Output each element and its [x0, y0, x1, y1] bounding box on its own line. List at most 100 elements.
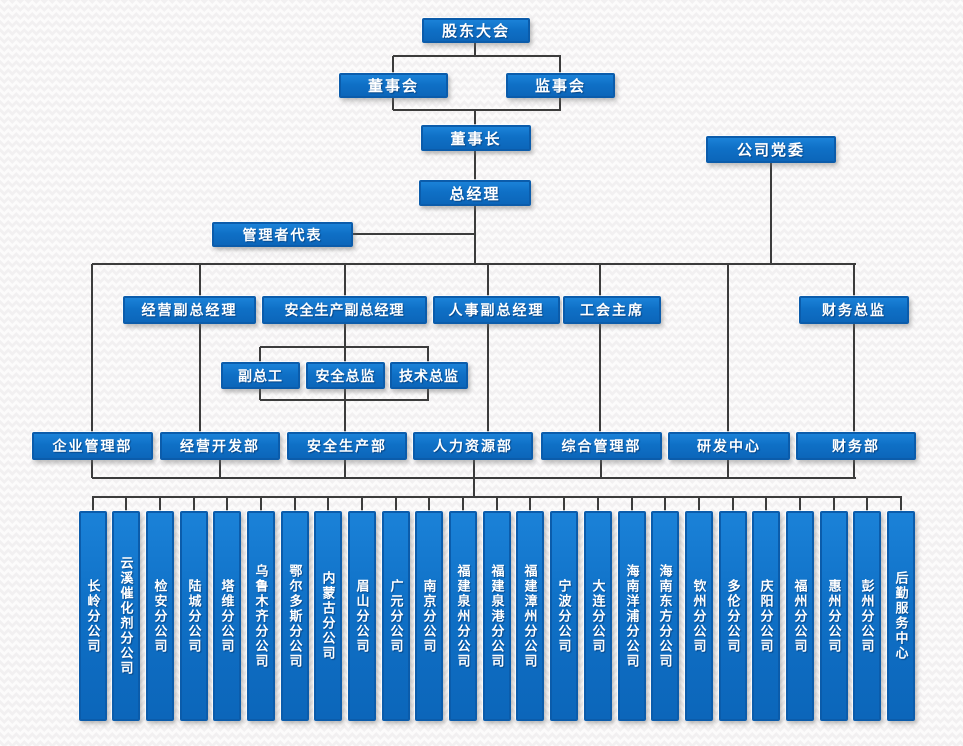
connector-line: [91, 460, 93, 478]
connector-line: [473, 478, 475, 497]
connector-line: [765, 497, 767, 512]
connector-line: [462, 497, 464, 512]
connector-line: [529, 497, 531, 512]
box-dept-finance: 财务部: [796, 432, 916, 460]
connector-line: [597, 497, 599, 512]
branch-box: 鄂尔多斯分公司: [281, 511, 309, 721]
branch-box: 海南洋浦分公司: [618, 511, 646, 721]
connector-line: [125, 497, 127, 512]
connector-line: [193, 497, 195, 512]
connector-line: [487, 264, 489, 432]
branch-box: 福建泉州分公司: [449, 511, 477, 721]
connector-line: [260, 399, 429, 401]
connector-line: [473, 460, 475, 478]
connector-line: [474, 110, 476, 125]
branch-box: 内蒙古分公司: [314, 511, 342, 721]
connector-line: [853, 264, 855, 432]
connector-line: [474, 43, 476, 56]
connector-line: [600, 460, 602, 478]
connector-line: [344, 460, 346, 478]
branch-box: 南京分公司: [415, 511, 443, 721]
connector-line: [260, 497, 262, 512]
connector-line: [199, 264, 201, 432]
branch-box: 彭州分公司: [853, 511, 881, 721]
connector-line: [219, 460, 221, 478]
branch-box: 惠州分公司: [820, 511, 848, 721]
connector-line: [361, 497, 363, 512]
box-shareholders-meeting: 股东大会: [422, 18, 530, 43]
connector-line: [393, 109, 561, 111]
connector-line: [327, 497, 329, 512]
box-dept-rd-center: 研发中心: [668, 432, 790, 460]
connector-line: [799, 497, 801, 512]
branch-box: 钦州分公司: [685, 511, 713, 721]
box-deputy-chief-engineer: 副总工: [221, 362, 300, 389]
connector-line: [474, 151, 476, 180]
connector-line: [91, 264, 93, 432]
connector-line: [698, 497, 700, 512]
connector-line: [664, 497, 666, 512]
connector-line: [770, 163, 772, 264]
box-dept-business-development: 经营开发部: [160, 432, 280, 460]
branch-box: 广元分公司: [382, 511, 410, 721]
connector-line: [393, 55, 561, 57]
box-dept-enterprise-management: 企业管理部: [32, 432, 153, 460]
box-dept-general-management: 综合管理部: [541, 432, 662, 460]
connector-line: [732, 497, 734, 512]
connector-line: [833, 497, 835, 512]
branch-box: 海南东方分公司: [651, 511, 679, 721]
connector-line: [159, 497, 161, 512]
connector-line: [392, 98, 394, 110]
box-board-of-directors: 董事会: [339, 73, 448, 98]
branch-box: 大连分公司: [584, 511, 612, 721]
box-operations-deputy-gm: 经营副总经理: [123, 296, 256, 324]
connector-line: [344, 264, 346, 432]
box-supervisory-board: 监事会: [506, 73, 615, 98]
connector-line: [395, 497, 397, 512]
branch-box: 乌鲁木齐分公司: [247, 511, 275, 721]
box-general-manager: 总经理: [419, 180, 531, 206]
branch-box: 庆阳分公司: [752, 511, 780, 721]
box-technology-chief: 技术总监: [390, 362, 468, 389]
connector-line: [496, 497, 498, 512]
box-safety-production-deputy-gm: 安全生产副总经理: [262, 296, 427, 324]
branch-box: 福建漳州分公司: [516, 511, 544, 721]
box-chairman: 董事长: [421, 125, 531, 151]
branch-box: 塔维分公司: [213, 511, 241, 721]
connector-line: [92, 263, 856, 265]
connector-line: [392, 56, 394, 73]
connector-line: [727, 460, 729, 478]
connector-line: [599, 264, 601, 432]
box-dept-safety-production: 安全生产部: [287, 432, 407, 460]
box-management-representative: 管理者代表: [212, 222, 353, 247]
box-party-committee: 公司党委: [706, 136, 836, 163]
connector-line: [563, 497, 565, 512]
branch-box: 福州分公司: [786, 511, 814, 721]
connector-line: [260, 346, 429, 348]
connector-line: [92, 497, 94, 512]
connector-line: [631, 497, 633, 512]
branch-box: 陆城分公司: [180, 511, 208, 721]
branch-box: 眉山分公司: [348, 511, 376, 721]
connector-line: [727, 264, 729, 432]
branch-box: 多伦分公司: [719, 511, 747, 721]
connector-line: [474, 206, 476, 264]
branch-box: 后勤服务中心: [887, 511, 915, 721]
connector-line: [294, 497, 296, 512]
box-safety-chief: 安全总监: [306, 362, 385, 389]
box-hr-deputy-gm: 人事副总经理: [433, 296, 560, 324]
branch-box: 长岭分公司: [79, 511, 107, 721]
branch-box: 福建泉港分公司: [483, 511, 511, 721]
connector-line: [226, 497, 228, 512]
connector-line: [428, 497, 430, 512]
box-dept-human-resources: 人力资源部: [413, 432, 533, 460]
connector-line: [900, 497, 902, 512]
connector-line: [853, 460, 855, 478]
branch-box: 宁波分公司: [550, 511, 578, 721]
connector-line: [559, 98, 561, 110]
branch-box: 云溪催化剂分公司: [112, 511, 140, 721]
connector-line: [866, 497, 868, 512]
box-union-chairman: 工会主席: [563, 296, 661, 324]
connector-line: [559, 56, 561, 73]
